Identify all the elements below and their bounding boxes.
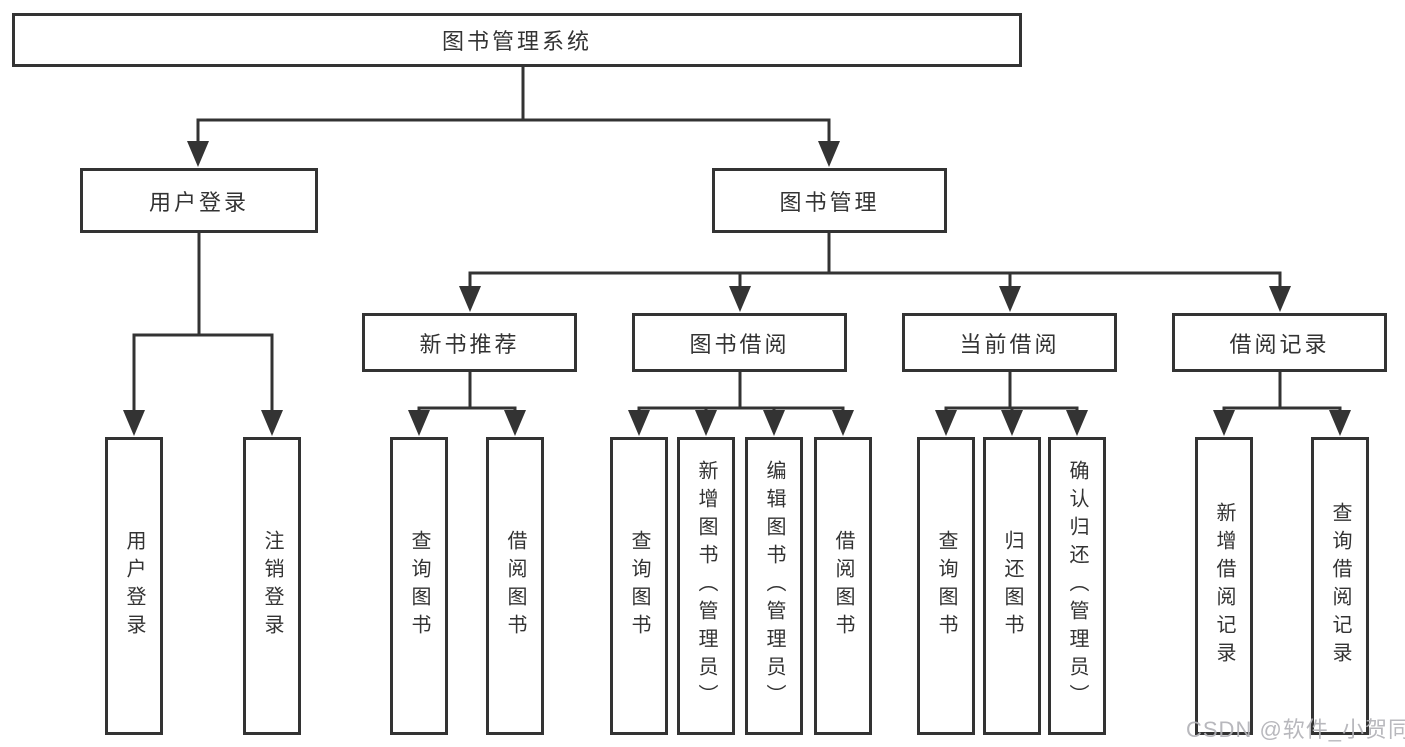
- leaf-confirm-return-admin-label: 确认归还（管理员）: [1066, 460, 1088, 712]
- node-library-system: 图书管理系统: [12, 13, 1022, 67]
- node-user-login-label: 用户登录: [148, 189, 249, 215]
- leaf-query-books-recommend: 查询图书: [390, 437, 448, 735]
- leaf-return-book-label: 归还图书: [1001, 530, 1023, 642]
- leaf-logout-label: 注销登录: [261, 530, 283, 642]
- arrowhead-leaf-edit-book: [763, 410, 785, 436]
- leaf-borrow-books-recommend: 借阅图书: [486, 437, 544, 735]
- arrowhead-user-login: [187, 141, 209, 167]
- leaf-borrow-books-recommend-label: 借阅图书: [504, 530, 526, 642]
- node-book-borrow-label: 图书借阅: [689, 331, 790, 357]
- leaf-return-book: 归还图书: [983, 437, 1041, 735]
- leaf-borrow-books-borrow-label: 借阅图书: [832, 530, 854, 642]
- leaf-user-login: 用户登录: [105, 437, 163, 735]
- arrowhead-leaf-query-recommend: [408, 410, 430, 436]
- arrowhead-recommend: [459, 286, 481, 312]
- node-new-book-recommend-label: 新书推荐: [419, 331, 520, 357]
- arrowhead-leaf-return-book: [1001, 410, 1023, 436]
- connector-records-leaf-stems: [1222, 408, 1342, 412]
- arrowhead-leaf-user-login: [123, 410, 145, 436]
- csdn-watermark: CSDN @软件_小贺同学: [1186, 717, 1405, 742]
- leaf-query-books-borrow-label: 查询图书: [628, 530, 650, 642]
- leaf-query-books-borrow: 查询图书: [610, 437, 668, 735]
- arrowhead-leaf-borrow-book: [832, 410, 854, 436]
- leaf-query-books-current-label: 查询图书: [935, 530, 957, 642]
- arrowhead-leaf-borrow-recommend: [504, 410, 526, 436]
- leaf-edit-book-admin-label: 编辑图书（管理员）: [763, 460, 785, 712]
- leaf-borrow-books-borrow: 借阅图书: [814, 437, 872, 735]
- arrowhead-book-mgmt: [818, 141, 840, 167]
- arrowhead-leaf-add-record: [1213, 410, 1235, 436]
- arrowhead-current: [999, 286, 1021, 312]
- leaf-query-books-recommend-label: 查询图书: [408, 530, 430, 642]
- node-borrow-records-label: 借阅记录: [1229, 331, 1330, 357]
- leaf-confirm-return-admin: 确认归还（管理员）: [1048, 437, 1106, 735]
- arrowhead-leaf-confirm-return: [1066, 410, 1088, 436]
- node-borrow-records: 借阅记录: [1172, 313, 1387, 372]
- leaf-add-borrow-record: 新增借阅记录: [1195, 437, 1253, 735]
- node-book-management-label: 图书管理: [779, 189, 880, 215]
- node-book-borrow: 图书借阅: [632, 313, 847, 372]
- node-library-system-label: 图书管理系统: [441, 29, 592, 54]
- leaf-query-borrow-record: 查询借阅记录: [1311, 437, 1369, 735]
- leaf-add-book-admin-label: 新增图书（管理员）: [695, 460, 717, 712]
- leaf-query-books-current: 查询图书: [917, 437, 975, 735]
- node-book-management: 图书管理: [712, 168, 947, 233]
- node-current-borrow-label: 当前借阅: [959, 331, 1060, 357]
- leaf-add-book-admin: 新增图书（管理员）: [677, 437, 735, 735]
- arrowhead-records: [1269, 286, 1291, 312]
- leaf-user-login-label: 用户登录: [123, 530, 145, 642]
- arrowhead-borrow: [729, 286, 751, 312]
- connector-recommend-leaf-stems: [417, 408, 517, 412]
- connector-current-leaf-stems: [944, 408, 1079, 412]
- leaf-edit-book-admin: 编辑图书（管理员）: [745, 437, 803, 735]
- leaf-add-borrow-record-label: 新增借阅记录: [1213, 502, 1235, 670]
- arrowhead-leaf-query-record: [1329, 410, 1351, 436]
- arrowhead-leaf-logout: [261, 410, 283, 436]
- node-new-book-recommend: 新书推荐: [362, 313, 577, 372]
- arrowhead-leaf-query-current: [935, 410, 957, 436]
- node-current-borrow: 当前借阅: [902, 313, 1117, 372]
- leaf-logout: 注销登录: [243, 437, 301, 735]
- leaf-query-borrow-record-label: 查询借阅记录: [1329, 502, 1351, 670]
- node-user-login: 用户登录: [80, 168, 318, 233]
- arrowhead-leaf-add-book: [695, 410, 717, 436]
- arrowhead-leaf-query-borrow: [628, 410, 650, 436]
- connector-borrow-leaf-stems: [637, 408, 845, 412]
